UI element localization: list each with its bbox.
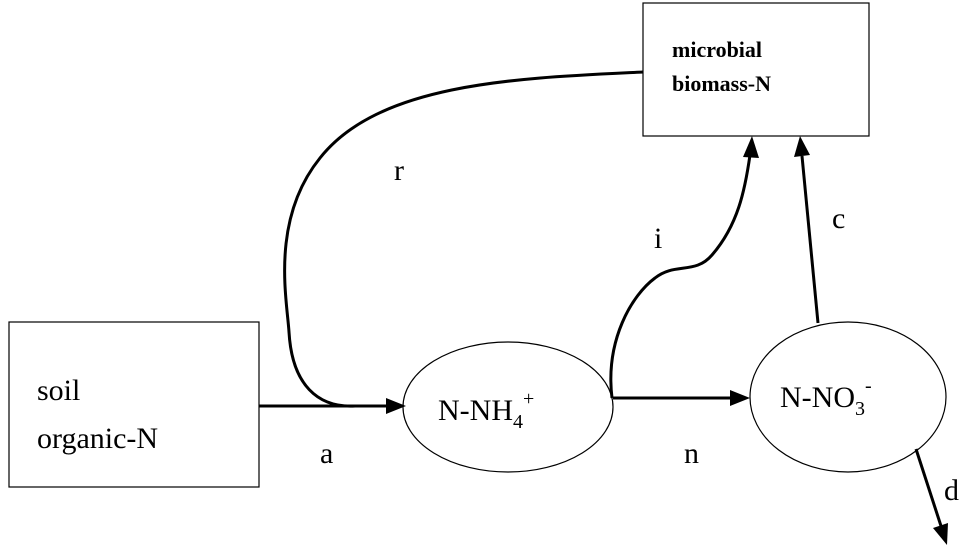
edge-n-label: n bbox=[684, 437, 699, 470]
edge-d-arrow bbox=[914, 448, 943, 527]
edge-a-arrowhead bbox=[386, 398, 406, 414]
edge-r-label: r bbox=[394, 154, 404, 187]
soil-organic-n-line1: soil bbox=[37, 374, 80, 407]
soil-organic-n-line2: organic-N bbox=[37, 422, 158, 455]
nitrate-label: N-NO3- bbox=[780, 375, 872, 420]
edge-d-label: d bbox=[944, 474, 959, 507]
microbial-biomass-line1: microbial bbox=[672, 37, 762, 62]
edge-i-arrow bbox=[609, 154, 752, 399]
ammonium-node: N-NH4+ bbox=[402, 341, 614, 473]
edge-n-arrowhead bbox=[730, 390, 750, 406]
nitrate-node: N-NO3- bbox=[749, 321, 947, 473]
soil-organic-n-node: soil organic-N bbox=[8, 321, 260, 488]
ammonium-label: N-NH4+ bbox=[438, 388, 534, 433]
edge-c-arrowhead bbox=[794, 136, 810, 157]
microbial-biomass-line2: biomass-N bbox=[672, 71, 771, 96]
microbial-biomass-node: microbial biomass-N bbox=[642, 2, 870, 137]
edge-c-label: c bbox=[832, 202, 845, 235]
edge-i-label: i bbox=[654, 222, 662, 255]
edge-r-arrow bbox=[283, 70, 644, 408]
edge-i-arrowhead bbox=[743, 136, 759, 158]
edge-c-arrow bbox=[800, 155, 820, 324]
edge-d-arrowhead bbox=[933, 523, 948, 545]
edge-a-label: a bbox=[320, 437, 333, 470]
